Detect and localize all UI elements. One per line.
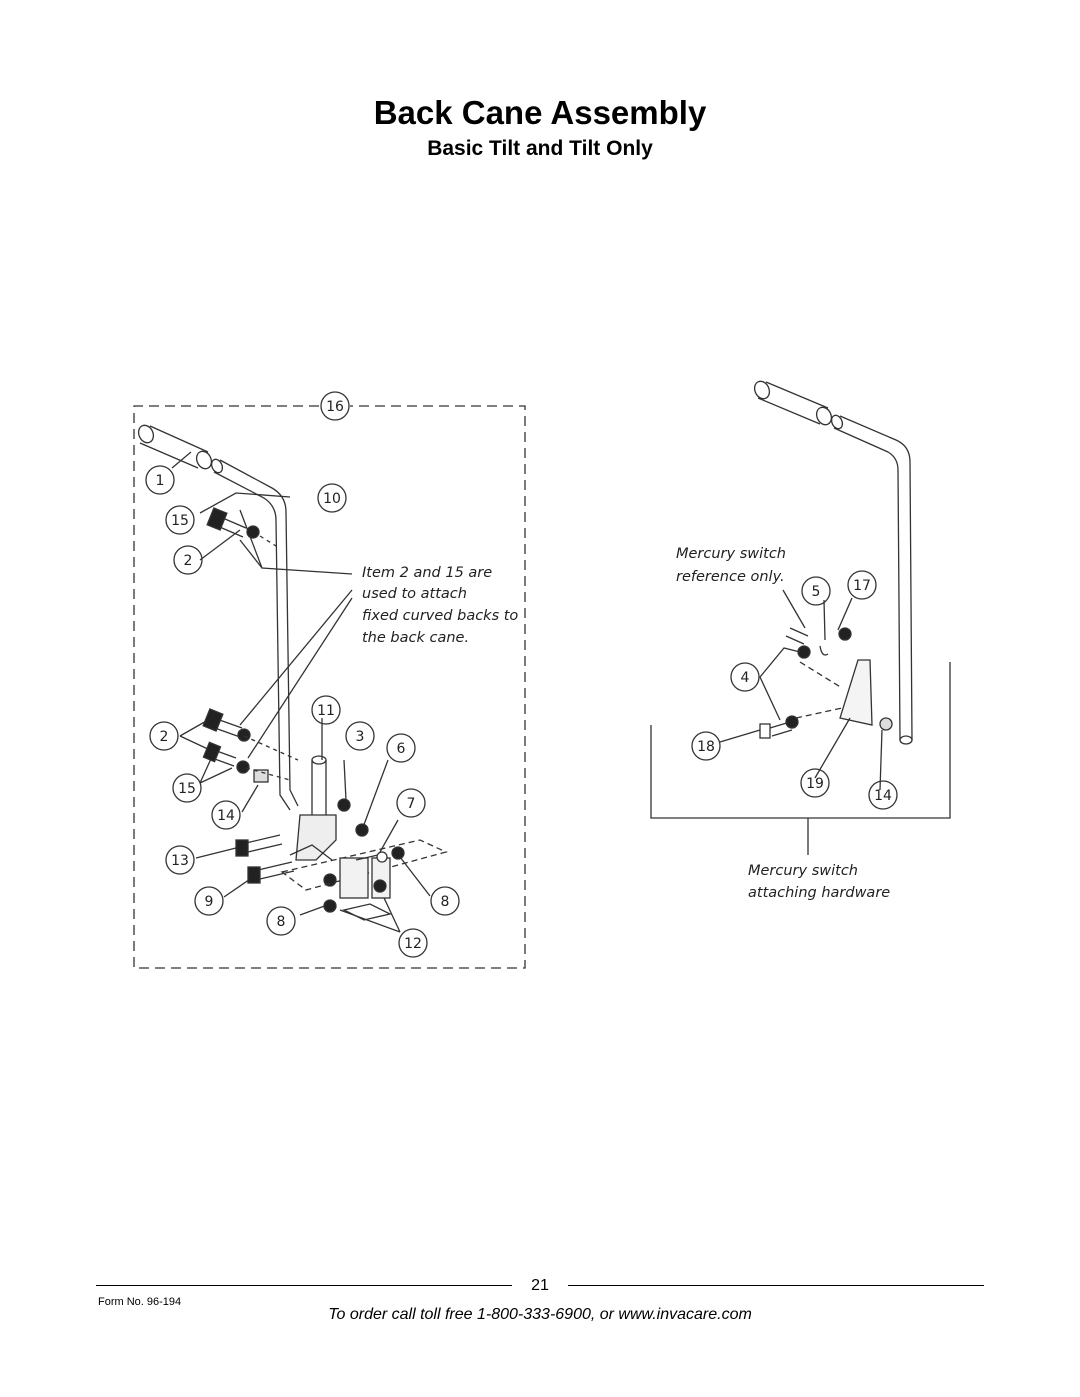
footer-rule-right bbox=[568, 1285, 984, 1286]
bolts-lower bbox=[202, 708, 269, 783]
label-11: 11 bbox=[317, 703, 335, 719]
label-4: 4 bbox=[741, 670, 750, 686]
left-callout: Item 2 and 15 are used to attach fixed c… bbox=[362, 565, 518, 646]
bolt-9 bbox=[247, 861, 295, 884]
label-3: 3 bbox=[356, 729, 365, 745]
label-8-left: 8 bbox=[277, 914, 286, 930]
callout-line-3: fixed curved backs to bbox=[362, 608, 518, 624]
right-label-numbers: 5 17 4 18 19 14 bbox=[697, 578, 892, 804]
label-18: 18 bbox=[697, 739, 715, 755]
label-17: 17 bbox=[853, 578, 871, 594]
page-subtitle: Basic Tilt and Tilt Only bbox=[427, 137, 653, 160]
mercury-switch bbox=[785, 627, 829, 656]
switch-bracket bbox=[839, 659, 873, 726]
bolt-13 bbox=[235, 834, 283, 857]
label-2-upper: 2 bbox=[184, 553, 193, 569]
mercury-caption-line-2: attaching hardware bbox=[748, 885, 890, 901]
label-14-right: 14 bbox=[874, 788, 892, 804]
mercury-caption-line-1: Mercury switch bbox=[748, 863, 858, 879]
form-number: Form No. 96-194 bbox=[98, 1296, 182, 1308]
footer-rule-left bbox=[96, 1285, 512, 1286]
mounting-plate bbox=[280, 839, 448, 921]
label-1: 1 bbox=[156, 473, 165, 489]
right-back-cane bbox=[830, 414, 913, 745]
label-16: 16 bbox=[326, 399, 344, 415]
pivot-bracket bbox=[289, 814, 337, 861]
label-2-lower: 2 bbox=[160, 729, 169, 745]
label-7: 7 bbox=[407, 796, 416, 812]
label-9: 9 bbox=[205, 894, 214, 910]
right-notes: Mercury switch reference only. Mercury s… bbox=[676, 546, 890, 901]
left-diagram bbox=[133, 391, 526, 969]
callout-line-2: used to attach bbox=[362, 586, 467, 602]
label-5: 5 bbox=[812, 584, 821, 600]
label-15-upper: 15 bbox=[171, 513, 189, 529]
clamp-14 bbox=[879, 717, 893, 731]
back-cane-tube bbox=[210, 458, 299, 811]
label-10: 10 bbox=[323, 491, 341, 507]
callout-line-1: Item 2 and 15 are bbox=[362, 565, 492, 581]
page-number: 21 bbox=[531, 1277, 549, 1294]
hand-grip bbox=[137, 424, 213, 470]
right-diagram bbox=[650, 380, 951, 855]
right-label-circles bbox=[691, 570, 898, 810]
left-label-circles bbox=[145, 391, 460, 958]
label-13: 13 bbox=[171, 853, 189, 869]
right-hand-grip bbox=[753, 380, 833, 426]
callout-line-4: the back cane. bbox=[362, 630, 469, 646]
bracket-frame bbox=[650, 662, 951, 819]
mercury-note-line-1: Mercury switch bbox=[676, 546, 786, 562]
label-14-left: 14 bbox=[217, 808, 235, 824]
bolt-upper bbox=[206, 507, 260, 539]
label-12: 12 bbox=[404, 936, 422, 952]
label-15-lower: 15 bbox=[178, 781, 196, 797]
page-title: Back Cane Assembly bbox=[373, 94, 707, 131]
bolt-18 bbox=[759, 715, 799, 739]
label-8-right: 8 bbox=[441, 894, 450, 910]
left-dashed-border bbox=[133, 405, 526, 969]
mercury-note-line-2: reference only. bbox=[676, 569, 785, 585]
label-19: 19 bbox=[806, 776, 824, 792]
order-info: To order call toll free 1-800-333-6900, … bbox=[328, 1306, 752, 1323]
left-label-numbers: 16 1 10 15 2 2 11 3 6 15 14 7 13 9 8 8 1… bbox=[156, 399, 450, 952]
label-6: 6 bbox=[397, 741, 406, 757]
pivot-tube bbox=[311, 755, 327, 820]
